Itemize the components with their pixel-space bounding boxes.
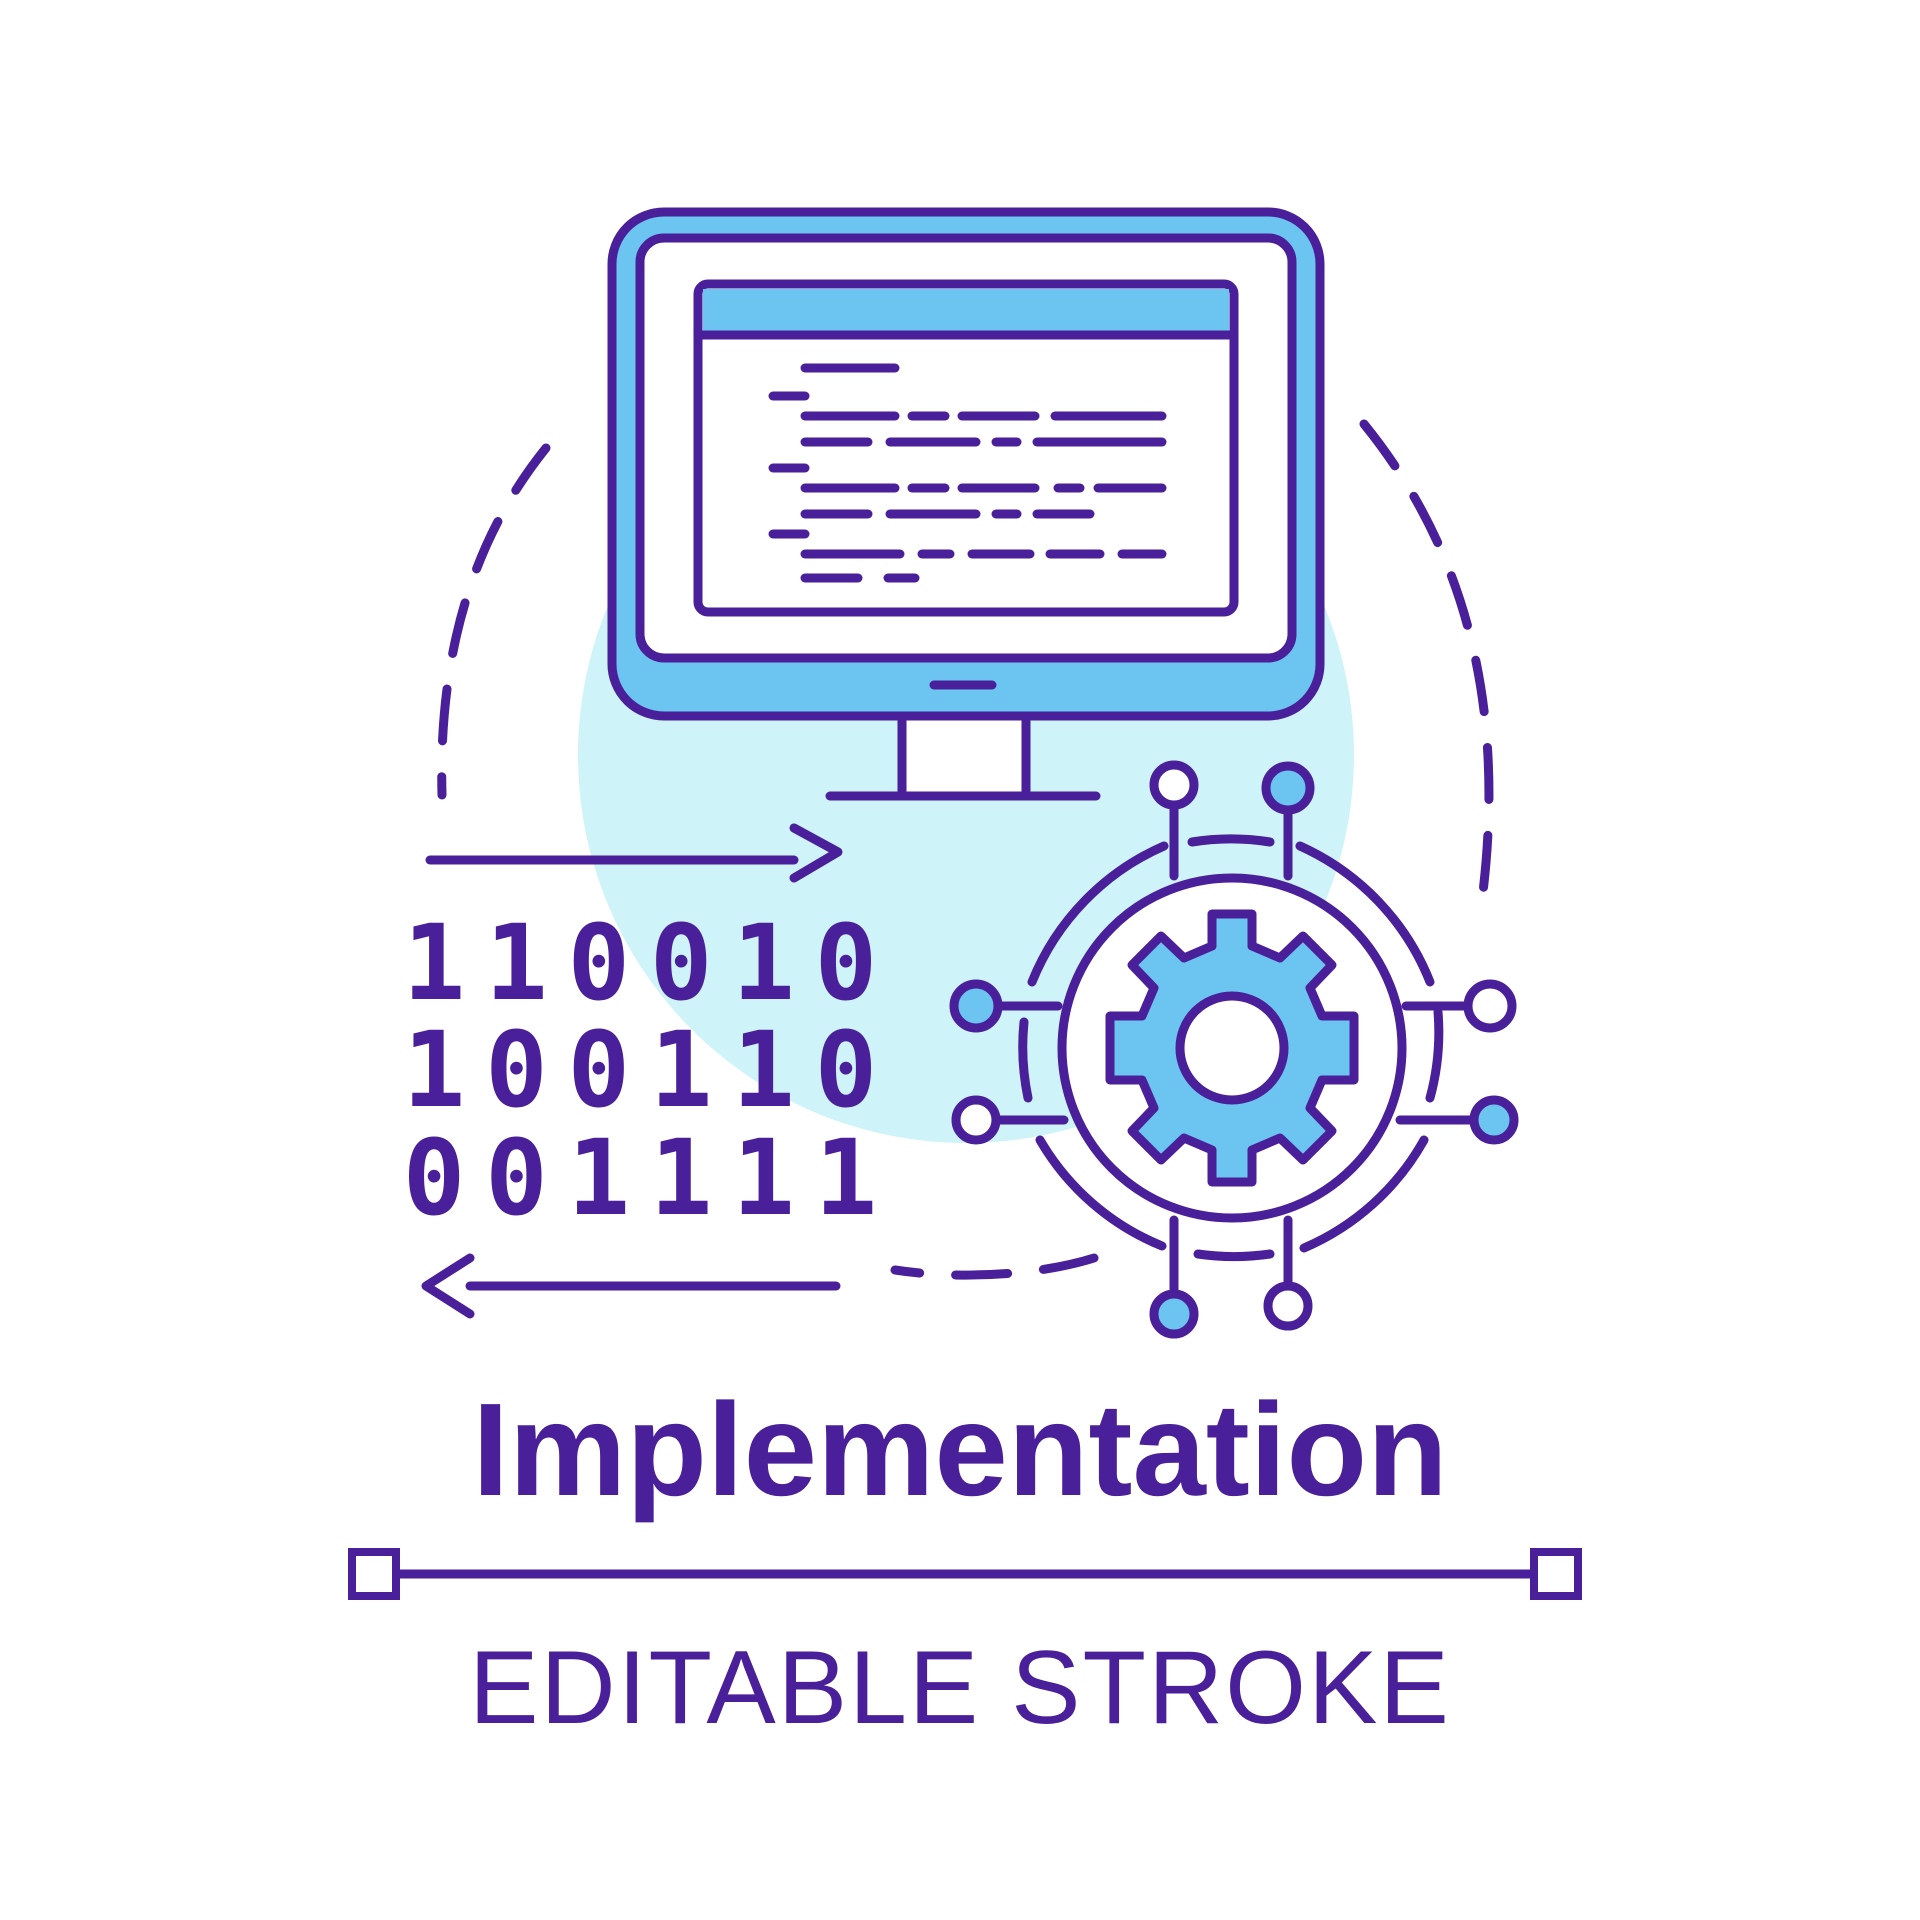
gear-center-hole — [1175, 991, 1289, 1105]
code-window-titlebar — [703, 289, 1229, 333]
binary-digit: 0 — [485, 1009, 548, 1131]
binary-digit: 1 — [732, 1009, 795, 1131]
arrow-left-icon — [421, 1253, 841, 1319]
binary-digit: 1 — [402, 1009, 466, 1131]
circuit-connector-lines — [995, 805, 1475, 1295]
binary-digit: 1 — [649, 1117, 713, 1239]
binary-digit: 1 — [732, 1117, 795, 1239]
binary-row-1: 1 1 0 0 1 0 — [400, 908, 880, 1018]
circuit-node-icon — [1263, 1281, 1313, 1331]
binary-digit: 1 — [649, 1009, 713, 1131]
code-lines — [768, 363, 1167, 583]
concept-title: Implementation — [472, 1376, 1448, 1523]
code-lines-icon — [693, 279, 1239, 617]
circuit-node-icon — [1149, 1289, 1199, 1339]
binary-digit: 1 — [732, 902, 795, 1024]
binary-digit: 0 — [814, 902, 878, 1024]
binary-row-2: 1 0 0 1 1 0 — [400, 1015, 880, 1125]
divider-line — [348, 1548, 1582, 1600]
binary-digit: 0 — [649, 902, 713, 1024]
monitor-stand-neck — [897, 711, 1031, 801]
circuit-node-icon — [951, 1095, 1001, 1145]
binary-digit: 0 — [402, 1117, 466, 1239]
circuit-node-icon — [1463, 979, 1517, 1033]
binary-digit: 0 — [567, 902, 631, 1024]
arrow-right-icon — [425, 823, 843, 883]
circuit-outer-arcs — [1018, 834, 1444, 1262]
binary-digit: 0 — [567, 1009, 631, 1131]
binary-digit: 1 — [485, 902, 548, 1024]
dashed-cycle-right — [1359, 419, 1494, 905]
binary-row-3: 0 0 1 1 1 1 — [400, 1123, 880, 1233]
divider-right-square — [1530, 1548, 1582, 1600]
dashed-cycle-bottom — [890, 1253, 1099, 1280]
dashed-cycle-left — [437, 443, 551, 800]
circuit-gear-group — [949, 760, 1519, 1339]
circuit-node-icon — [1149, 760, 1199, 810]
circuit-node-icon — [1261, 761, 1315, 815]
divider-left-square — [348, 1548, 400, 1600]
editable-stroke-caption: EDITABLE STROKE — [469, 1630, 1451, 1746]
binary-digit: 1 — [402, 902, 466, 1024]
circuit-node-icon — [949, 979, 1003, 1033]
binary-digit: 1 — [814, 1117, 878, 1239]
binary-digit: 1 — [567, 1117, 631, 1239]
binary-digit: 0 — [485, 1117, 548, 1239]
binary-digit: 0 — [814, 1009, 878, 1131]
circuit-node-icon — [1469, 1095, 1519, 1145]
